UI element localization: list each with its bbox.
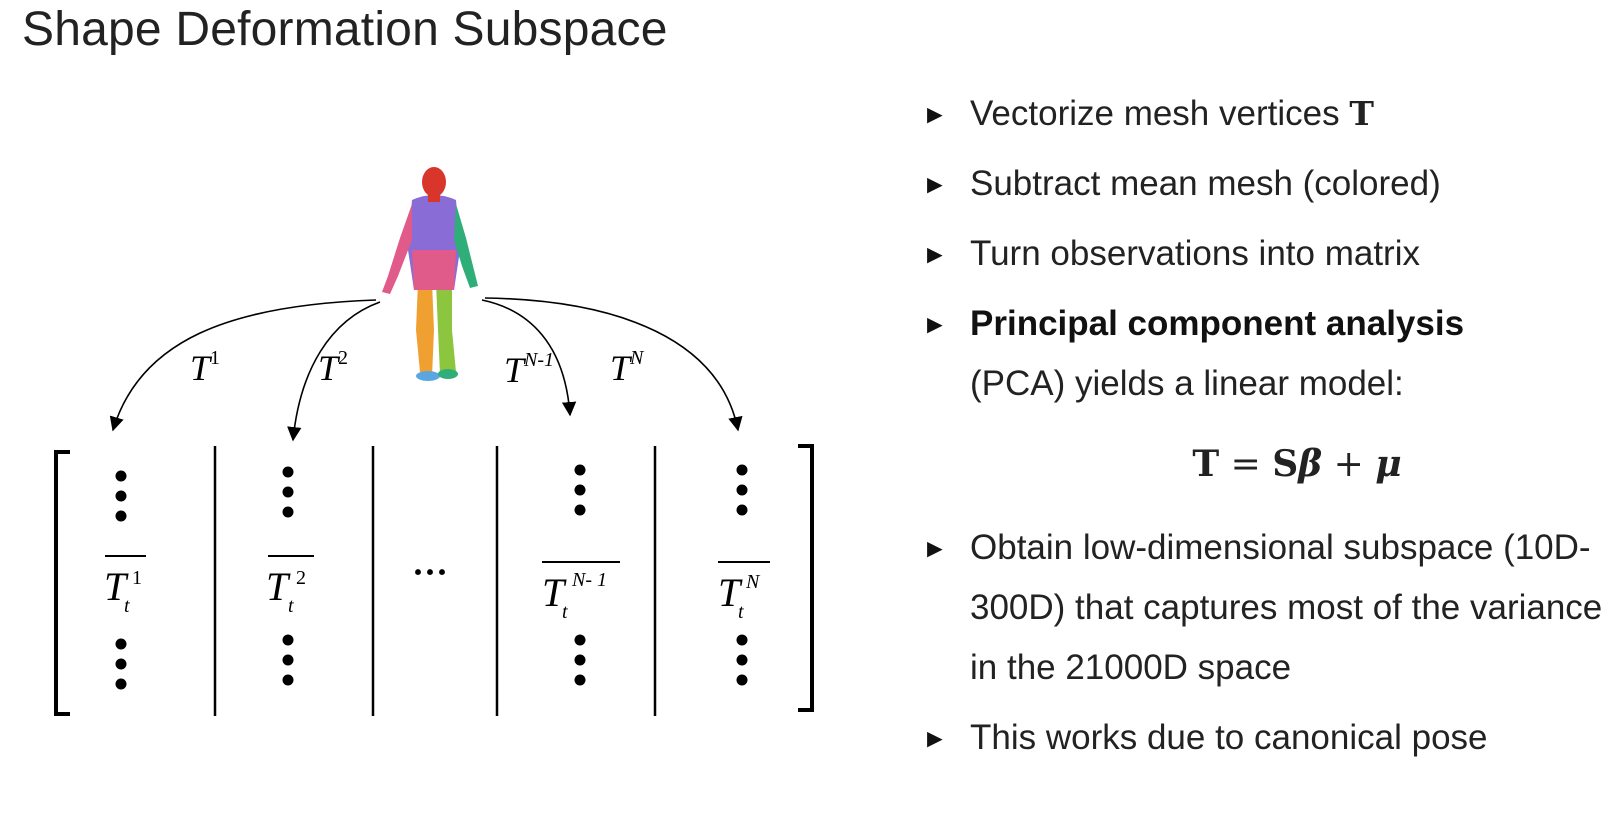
bullet-marker-icon: ► (922, 309, 948, 339)
arrow-label-tn: TN (610, 347, 645, 388)
pca-equation: T = Sβ + μ (1192, 443, 1402, 485)
vertical-ellipsis-dot (115, 658, 127, 670)
column-entry-t1: T 1 t (104, 555, 146, 617)
arrow-label-tn1: TN-1 (504, 349, 554, 390)
vertical-ellipsis-dot (282, 634, 294, 646)
vertical-ellipsis-dot (736, 484, 748, 496)
svg-text:t: t (738, 601, 744, 623)
column-entry-tn1: T N- 1 t (542, 561, 620, 623)
vertical-ellipsis-dot (282, 486, 294, 498)
vertical-ellipsis-dot (282, 466, 294, 478)
svg-text:t: t (288, 595, 294, 617)
vertical-ellipsis-dot (736, 674, 748, 686)
svg-text:t: t (124, 595, 130, 617)
svg-text:T: T (104, 564, 129, 609)
bullet-list: ► Vectorize mesh vertices T ► Subtract m… (922, 84, 1612, 768)
bullet-marker-icon: ► (922, 533, 948, 563)
svg-text:T: T (718, 570, 743, 615)
vertical-ellipsis-dot (115, 490, 127, 502)
vertical-ellipsis-dot (574, 654, 586, 666)
matrix-left-bracket (54, 450, 70, 716)
vertical-ellipsis-dot (736, 654, 748, 666)
svg-text:2: 2 (296, 567, 306, 589)
vertical-ellipsis-dot (574, 504, 586, 516)
bullet-marker-icon: ► (922, 169, 948, 199)
vertical-ellipsis-dot (282, 506, 294, 518)
svg-text:N: N (745, 571, 761, 593)
svg-text:t: t (562, 601, 568, 623)
vertical-ellipsis-dot (282, 654, 294, 666)
column-entry-t2: T 2 t (266, 555, 314, 617)
bullet-item: ► Vectorize mesh vertices T (922, 84, 1612, 144)
svg-text:T: T (542, 570, 567, 615)
vertical-ellipsis-dot (574, 634, 586, 646)
vertical-ellipsis-dot (115, 678, 127, 690)
vertical-ellipsis-dot (115, 510, 127, 522)
bullet-item: ► Obtain low-dimensional subspace (10D-3… (922, 518, 1612, 698)
slide-title: Shape Deformation Subspace (22, 3, 668, 56)
arrow-label-t1: T1 (190, 347, 220, 388)
bullet-marker-icon: ► (922, 99, 948, 129)
vertical-ellipsis-dot (574, 674, 586, 686)
pca-matrix-diagram: T1 T2 TN-1 TN T 1 t T 2 t ··· T N (54, 167, 814, 716)
arrow-t2 (287, 301, 381, 442)
mean-mesh-figure (382, 167, 478, 381)
vertical-ellipsis-dot (574, 484, 586, 496)
vertical-ellipsis-dot (115, 470, 127, 482)
arrow-tn1 (481, 299, 577, 417)
bullet-item: ► Subtract mean mesh (colored) (922, 154, 1612, 214)
arrow-t1 (109, 299, 377, 432)
svg-text:T: T (266, 564, 291, 609)
bullet-marker-icon: ► (922, 723, 948, 753)
svg-text:1: 1 (132, 567, 142, 589)
arrow-tn (484, 297, 743, 432)
column-ellipsis: ··· (412, 552, 448, 592)
bullet-marker-icon: ► (922, 239, 948, 269)
bullet-item: ► This works due to canonical pose (922, 708, 1612, 768)
svg-text:N- 1: N- 1 (571, 569, 607, 591)
vertical-ellipsis-dot (736, 504, 748, 516)
bullet-item: ► Turn observations into matrix (922, 224, 1612, 284)
vertical-ellipsis-dot (736, 634, 748, 646)
vertical-ellipsis-dot (574, 464, 586, 476)
vertical-ellipsis-dot (282, 674, 294, 686)
vertical-ellipsis-dot (736, 464, 748, 476)
matrix-right-bracket (798, 444, 814, 712)
vertical-ellipsis-dot (115, 638, 127, 650)
column-entry-tn: T N t (718, 561, 770, 623)
bullet-item: ► Principal component analysis (PCA) yie… (922, 294, 1612, 414)
arrow-label-t2: T2 (318, 347, 348, 388)
